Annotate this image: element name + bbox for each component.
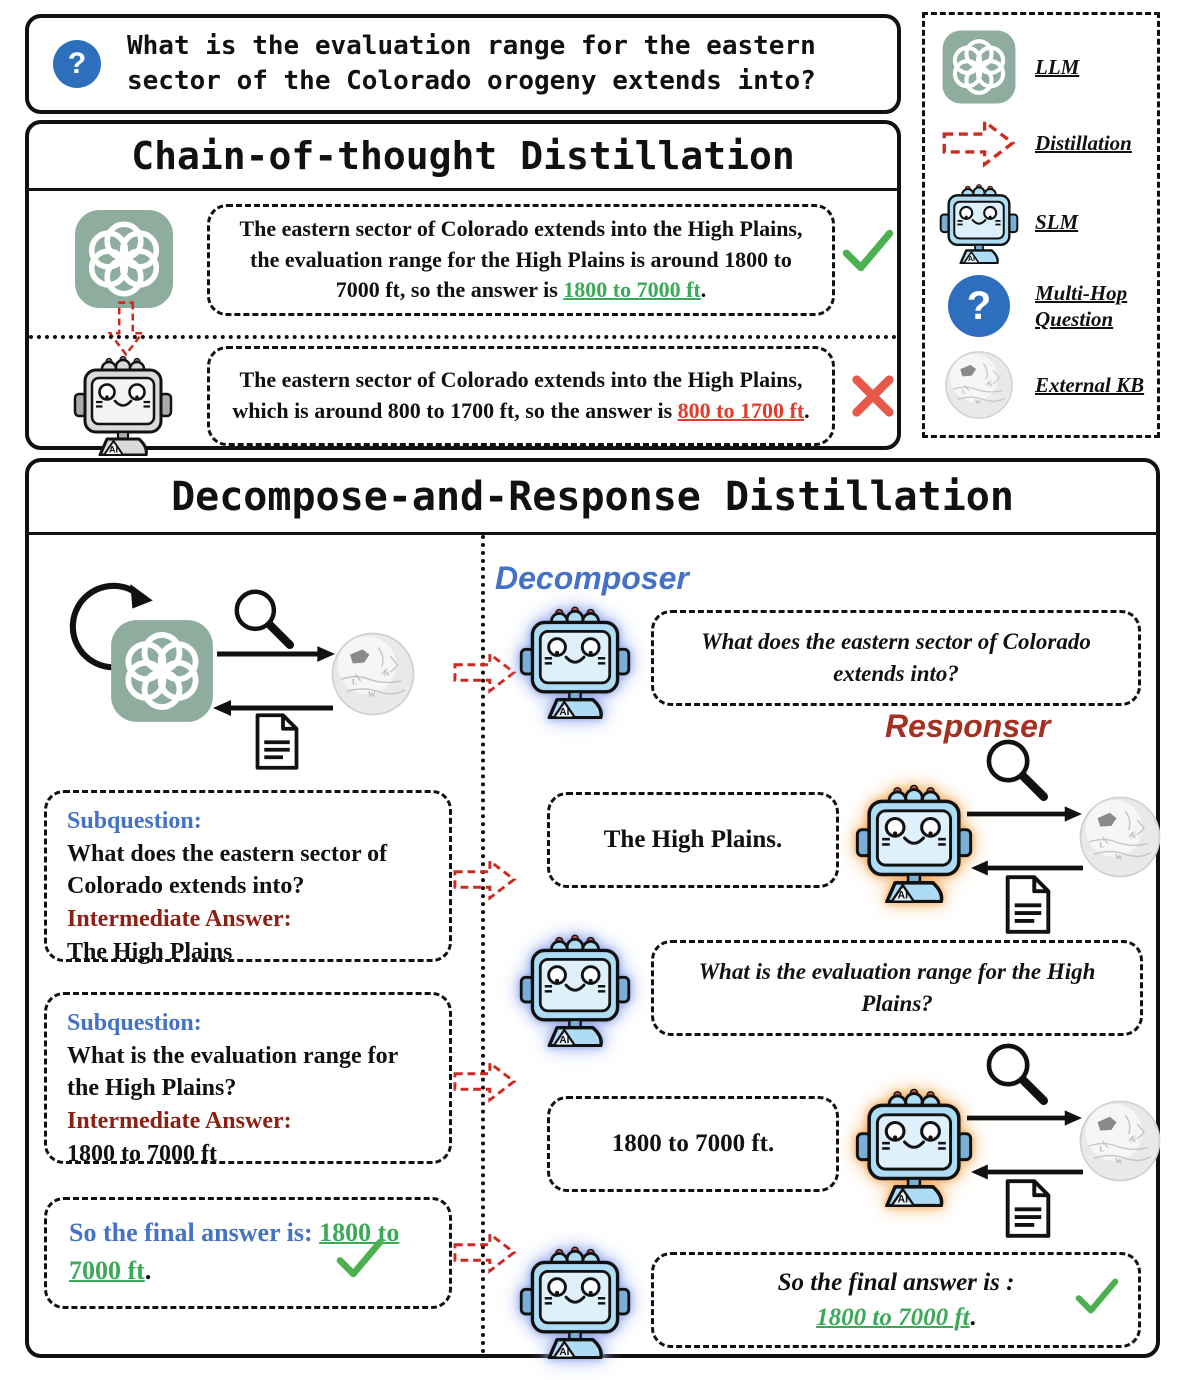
decomposer-label: Decomposer: [495, 560, 689, 596]
dard-panel: Decompose-and-Response Distillation Sub: [25, 458, 1160, 1358]
legend-item-slm: SLM: [935, 181, 1147, 264]
legend-panel: LLM Distillation SLM ? Multi-Hop Questio…: [922, 12, 1160, 438]
final-answer-pre: So the final answer is:: [69, 1218, 320, 1247]
intermediate-answer-label: Intermediate Answer:: [67, 1107, 292, 1134]
search-icon: [231, 586, 295, 655]
subquestion-label: Subquestion:: [67, 808, 202, 834]
subquestion-output-box-2: What is the evaluation range for the Hig…: [651, 940, 1143, 1036]
cot-panel: Chain-of-thought Distillation The easter…: [25, 120, 901, 450]
decomposer-robot-icon: [519, 930, 631, 1052]
search-icon: [983, 736, 1049, 807]
responser-label: Responser: [885, 708, 1051, 744]
query-arrow-icon: [967, 1110, 1082, 1131]
document-icon: [1003, 874, 1053, 940]
wikipedia-icon: [329, 630, 417, 723]
external-kb-icon: [935, 349, 1023, 421]
question-text: What is the evaluation range for the eas…: [127, 30, 816, 96]
wrong-x-icon: [849, 372, 897, 425]
distillation-arrow-icon: [453, 1059, 517, 1109]
responser-robot-icon: [855, 1084, 973, 1212]
legend-label-llm: LLM: [1035, 54, 1080, 79]
final-answer-post: .: [144, 1255, 152, 1285]
cot-separator: [29, 335, 897, 339]
slm-robot-icon: [73, 352, 173, 461]
dard-title: Decompose-and-Response Distillation: [29, 462, 1156, 535]
intermediate-answer-label: Intermediate Answer:: [67, 905, 292, 932]
correct-check-icon: [841, 228, 895, 278]
slm-robot-icon: [935, 181, 1023, 264]
llm-icon: [109, 618, 215, 729]
subquestion-label: Subquestion:: [67, 1010, 202, 1036]
final-answer-highlight: 1800 to 7000 ft: [816, 1304, 970, 1331]
llm-icon: [935, 29, 1023, 105]
legend-label-slm: SLM: [1035, 209, 1079, 234]
final-answer-pre: So the final answer is :: [777, 1269, 1015, 1296]
llm-icon: [73, 208, 175, 315]
responser-row-1: The High Plains.: [547, 780, 1153, 985]
response-output-box-2: 1800 to 7000 ft.: [547, 1096, 839, 1192]
legend-item-llm: LLM: [935, 29, 1147, 105]
intermediate-answer-text: 1800 to 7000 ft: [67, 1140, 217, 1167]
final-answer-box-right: So the final answer is : 1800 to 7000 ft…: [651, 1252, 1141, 1348]
distillation-arrow-icon: [453, 1230, 517, 1280]
distillation-arrow-icon: [97, 300, 155, 358]
subquestion-box-2: Subquestion: What is the evaluation rang…: [44, 992, 452, 1167]
subquestion-text: What does the eastern sector of Colorado…: [67, 840, 388, 900]
multi-hop-question-icon: ?: [53, 40, 101, 88]
query-arrow-icon: [217, 646, 335, 667]
distillation-arrow-icon: [453, 650, 517, 700]
correct-check-icon: [1074, 1277, 1120, 1325]
responser-robot-icon: [855, 780, 973, 908]
correct-check-icon: [335, 1237, 385, 1290]
slm-response-box: The eastern sector of Colorado extends i…: [207, 346, 835, 446]
distillation-arrow-icon: [453, 857, 517, 907]
wikipedia-icon: [1077, 794, 1163, 885]
legend-label-distillation: Distillation: [1035, 130, 1132, 155]
slm-response-text: The eastern sector of Colorado extends i…: [232, 367, 810, 423]
multi-hop-question-icon: ?: [935, 275, 1023, 338]
final-answer-post: .: [969, 1304, 976, 1331]
wikipedia-icon: [1077, 1098, 1163, 1189]
document-icon: [1003, 1178, 1053, 1244]
search-icon: [983, 1040, 1049, 1111]
question-box: ? What is the evaluation range for the e…: [25, 14, 901, 114]
llm-response-text: The eastern sector of Colorado extends i…: [239, 215, 803, 303]
legend-item-external-kb: External KB: [935, 349, 1147, 421]
cot-title: Chain-of-thought Distillation: [29, 124, 897, 191]
subquestion-box-1: Subquestion: What does the eastern secto…: [44, 790, 452, 965]
llm-retrieval-diagram: [47, 562, 472, 777]
decomposer-robot-icon: [519, 1242, 631, 1364]
final-answer-box-left: So the final answer is: 1800 to 7000 ft.: [44, 1197, 452, 1309]
final-answer-highlight: 1800 to 7000 ft: [69, 1218, 400, 1285]
distillation-arrow-icon: [935, 117, 1023, 169]
final-answer-line2: 1800 to 7000 ft.: [816, 1300, 976, 1335]
document-icon: [253, 712, 301, 776]
decomposer-robot-icon: [519, 602, 631, 724]
subquestion-output-box-1: What does the eastern sector of Colorado…: [651, 610, 1141, 706]
query-arrow-icon: [967, 806, 1082, 827]
legend-item-multi-hop: ? Multi-Hop Question: [935, 275, 1147, 338]
response-output-box-1: The High Plains.: [547, 792, 839, 888]
llm-response-box: The eastern sector of Colorado extends i…: [207, 204, 835, 316]
subquestion-text: What is the evaluation range for the Hig…: [67, 1042, 398, 1102]
legend-item-distillation: Distillation: [935, 117, 1147, 169]
legend-label-multi-hop: Multi-Hop Question: [1035, 281, 1128, 332]
responser-row-2: 1800 to 7000 ft.: [547, 1084, 1153, 1289]
column-divider: [481, 535, 485, 1354]
intermediate-answer-text: The High Plains: [67, 938, 233, 965]
legend-label-external-kb: External KB: [1035, 372, 1145, 397]
